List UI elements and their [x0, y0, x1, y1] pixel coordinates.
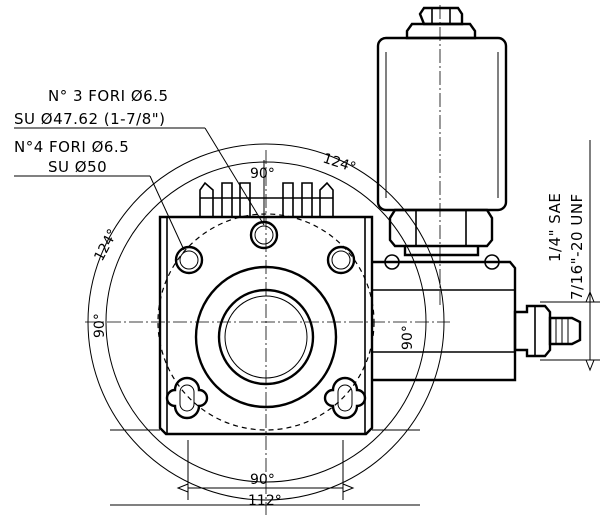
dim-angle-left: 90° — [92, 313, 108, 338]
note-4-holes-line2: SU Ø50 — [48, 158, 107, 176]
annotations: N° 3 FORI Ø6.5 SU Ø47.62 (1-7/8") N°4 FO… — [14, 87, 586, 509]
dim-angle-124-right: 124° — [321, 151, 358, 177]
leader-lines — [14, 127, 600, 506]
slot-bottom-right — [323, 376, 367, 420]
central-port — [194, 265, 338, 409]
dim-angle-124-left: 124° — [91, 227, 121, 264]
dim-angle-right: 90° — [400, 325, 416, 350]
thread-line1: 1/4" SAE — [546, 193, 564, 262]
hole-left — [174, 245, 204, 275]
slot-bottom-left — [165, 376, 209, 420]
note-3-holes-line2: SU Ø47.62 (1-7/8") — [14, 110, 166, 128]
valve-body — [372, 254, 582, 382]
note-3-holes-line1: N° 3 FORI Ø6.5 — [48, 87, 169, 105]
center-lines — [85, 5, 450, 515]
hole-right — [326, 245, 356, 275]
dim-diameter-112: 112° — [248, 493, 282, 509]
note-4-holes-line1: N°4 FORI Ø6.5 — [14, 138, 129, 156]
dim-angle-bottom: 90° — [250, 472, 275, 488]
thread-line2: 7/16"-20 UNF — [568, 193, 586, 300]
dim-angle-top: 90° — [250, 166, 275, 182]
bolt-holes — [165, 220, 367, 420]
solenoid-coil — [376, 6, 508, 257]
